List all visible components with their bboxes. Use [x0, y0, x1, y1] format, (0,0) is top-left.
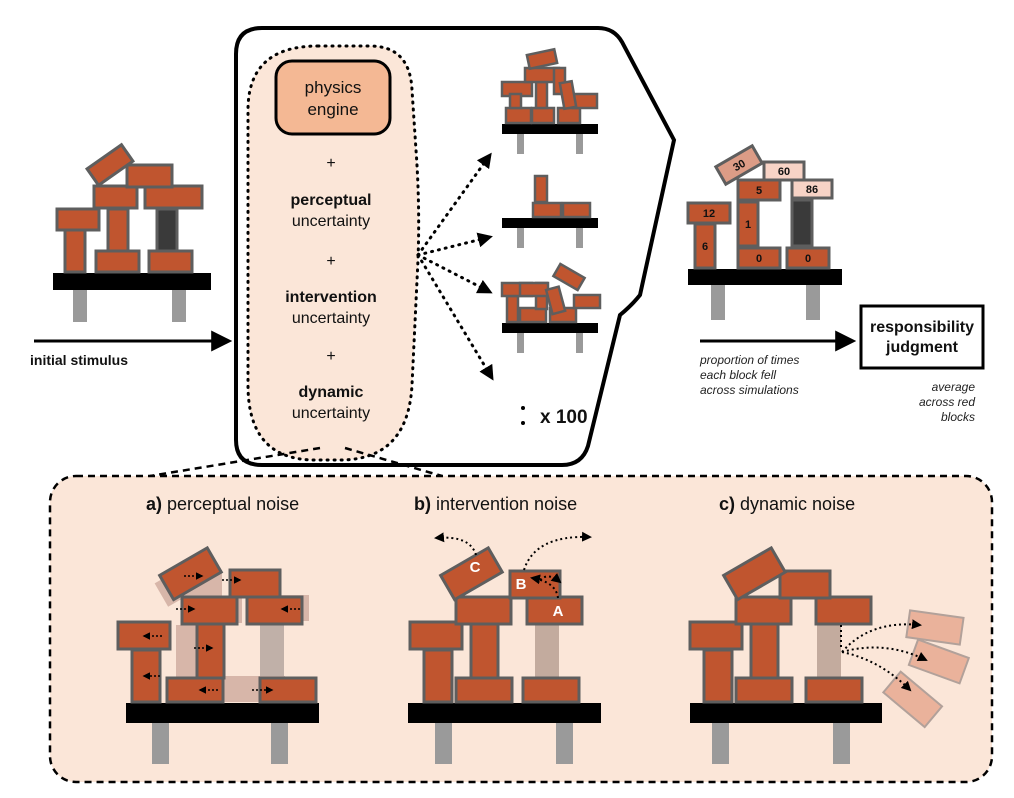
physics-engine-line: engine — [307, 100, 358, 119]
block-label-c: C — [470, 559, 481, 576]
output-block-rect — [736, 200, 760, 248]
output-block: 60 — [762, 160, 806, 182]
physics-engine-line: physics — [305, 78, 362, 97]
dynamic-sublabel: uncertainty — [292, 405, 370, 422]
ellipsis-dot — [521, 421, 525, 425]
output-block-rect — [790, 178, 834, 200]
output-block: 0 — [736, 246, 782, 270]
panel-c-title: c) dynamic noise — [719, 494, 855, 514]
output-block: 6 — [693, 222, 717, 270]
output-block-value: 1 — [745, 219, 751, 231]
output-block-rect — [762, 160, 806, 182]
simulation-outcome — [502, 174, 598, 248]
average-caption: average — [932, 380, 976, 394]
output-block-value: 6 — [702, 241, 708, 253]
plus-sign: + — [326, 253, 335, 270]
uncertainty-region — [246, 44, 421, 462]
physics-engine-label: physics engine — [305, 78, 362, 119]
initial-stimulus-tower — [53, 142, 211, 322]
plus-sign: + — [326, 348, 335, 365]
perceptual-label: perceptual — [291, 192, 372, 209]
simulation-outcome — [500, 262, 602, 353]
brick — [106, 207, 130, 253]
average-caption: across red — [919, 395, 975, 409]
output-block-value: 60 — [778, 166, 790, 178]
table-leg — [73, 290, 87, 322]
output-block-rect — [713, 143, 765, 187]
brick — [147, 249, 194, 274]
output-block: 5 — [736, 178, 782, 202]
output-block: 0 — [785, 246, 831, 270]
output-block-value: 0 — [756, 253, 762, 265]
output-block: 12 — [686, 201, 732, 225]
output-caption: across simulations — [700, 383, 799, 397]
brick — [125, 163, 174, 189]
output-block-rect — [785, 246, 831, 270]
brick — [84, 142, 136, 188]
brick — [143, 184, 204, 210]
output-block-rect — [736, 246, 782, 270]
input-label: initial stimulus — [30, 352, 128, 368]
zoom-connector — [149, 446, 321, 478]
intervention-label: intervention — [285, 289, 377, 306]
output-caption: each block fell — [700, 368, 776, 382]
brick — [92, 184, 139, 210]
brick — [63, 228, 87, 274]
perceptual-sublabel: uncertainty — [292, 213, 370, 230]
brick — [94, 249, 141, 274]
physics-engine-box — [274, 59, 392, 136]
output-block-value: 5 — [756, 185, 762, 197]
block-label-a: A — [553, 603, 564, 620]
intervention-sublabel: uncertainty — [292, 310, 370, 327]
repeat-count: x 100 — [540, 407, 588, 428]
simulation-arrows — [416, 152, 494, 381]
intervention-noise-tower: C B A — [408, 531, 601, 764]
responsibility-judgment-box — [859, 304, 985, 370]
judgment-label: judgment — [885, 339, 959, 356]
output-block-rect — [693, 222, 717, 270]
judgment-label: responsibility — [870, 319, 974, 336]
dark-block — [155, 207, 179, 253]
output-tower — [688, 269, 842, 320]
output-block-value: 12 — [703, 208, 715, 220]
brick — [55, 207, 101, 232]
output-block: 86 — [790, 178, 834, 200]
plus-sign: + — [326, 155, 335, 172]
panel-b-title: b) intervention noise — [414, 494, 577, 514]
table-leg — [172, 290, 186, 322]
output-block: 30 — [713, 143, 765, 187]
output-caption: proportion of times — [699, 353, 799, 367]
block-label-b: B — [516, 576, 527, 593]
table-base — [53, 273, 211, 290]
dynamic-label: dynamic — [299, 384, 364, 401]
ellipsis-dot — [521, 406, 525, 410]
dynamic-noise-tower — [688, 545, 971, 764]
perceptual-noise-tower — [116, 545, 319, 764]
output-block: 1 — [736, 200, 760, 248]
output-block-value: 30 — [731, 158, 748, 175]
dark-block — [790, 198, 814, 248]
panel-a-title: a) perceptual noise — [146, 494, 299, 514]
simulation-outcome — [500, 47, 599, 154]
output-block-value: 86 — [806, 184, 818, 196]
output-block-value: 0 — [805, 253, 811, 265]
output-block-rect — [736, 178, 782, 202]
zoom-connector — [344, 446, 443, 478]
average-caption: blocks — [941, 410, 975, 424]
